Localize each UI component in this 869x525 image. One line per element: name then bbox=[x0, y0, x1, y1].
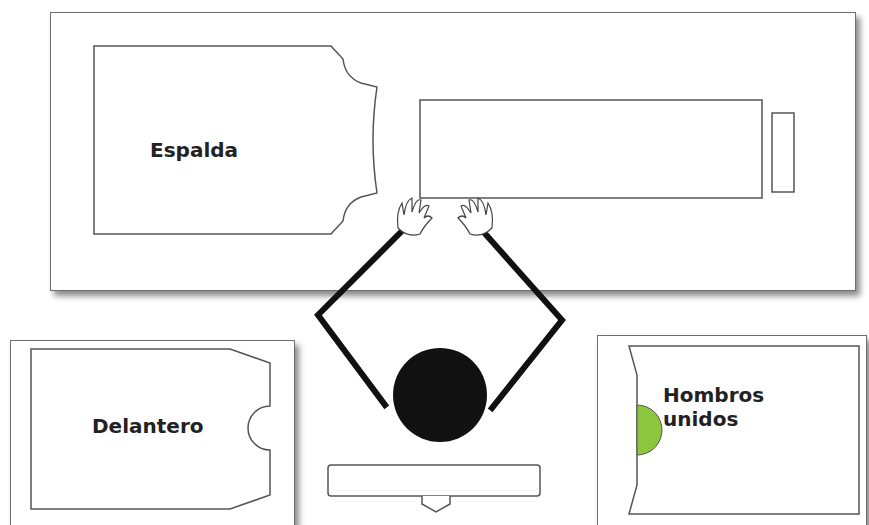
piece-shape bbox=[94, 46, 377, 234]
long-piece bbox=[420, 100, 762, 198]
piece-label: Espalda bbox=[150, 138, 290, 162]
garment-piece: Espalda bbox=[93, 45, 381, 235]
joined-shoulder-mark bbox=[637, 405, 662, 455]
small-piece bbox=[772, 113, 794, 192]
piece-shape bbox=[629, 346, 859, 514]
piece-label: Delantero bbox=[92, 414, 232, 438]
machine-front bbox=[328, 465, 540, 496]
garment-piece: Hombros unidos bbox=[607, 345, 860, 515]
piece-label: Hombros unidos bbox=[663, 383, 773, 431]
pedal-symbol bbox=[422, 496, 450, 512]
operator-head bbox=[393, 348, 487, 442]
piece-shape bbox=[31, 349, 270, 509]
operator-hands bbox=[398, 198, 493, 235]
garment-piece: Delantero bbox=[30, 348, 278, 510]
